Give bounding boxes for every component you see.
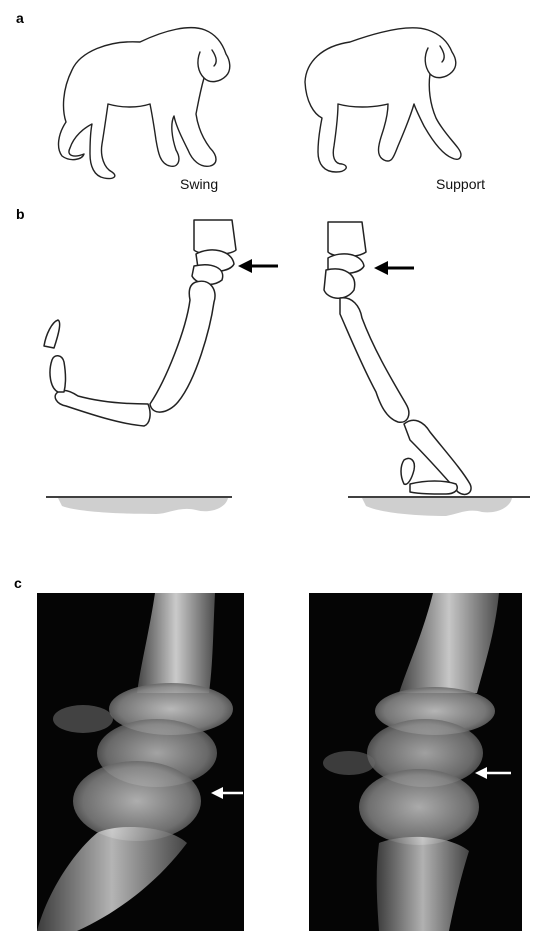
swing-middle-phalanx — [50, 356, 66, 392]
support-distal-phalanx — [401, 458, 414, 484]
support-palm-pad — [362, 498, 512, 516]
support-arrow-icon — [374, 261, 414, 275]
swing-proximal-phalanx — [55, 390, 150, 426]
swing-distal-phalanx — [44, 320, 60, 348]
panel-b-drawing — [0, 0, 537, 560]
swing-xray-arrow-icon — [211, 787, 243, 799]
support-xray-image — [309, 593, 522, 931]
swing-xray-image — [37, 593, 244, 931]
support-radius-bone — [328, 222, 366, 257]
swing-palm-pad — [58, 498, 228, 514]
support-metacarpal — [340, 298, 409, 423]
swing-arrow-icon — [238, 259, 278, 273]
support-middle-phalanx — [410, 481, 457, 494]
panel-c-label: c — [14, 575, 22, 591]
support-xray-arrow-icon — [475, 767, 511, 779]
swing-metacarpal — [150, 281, 215, 412]
